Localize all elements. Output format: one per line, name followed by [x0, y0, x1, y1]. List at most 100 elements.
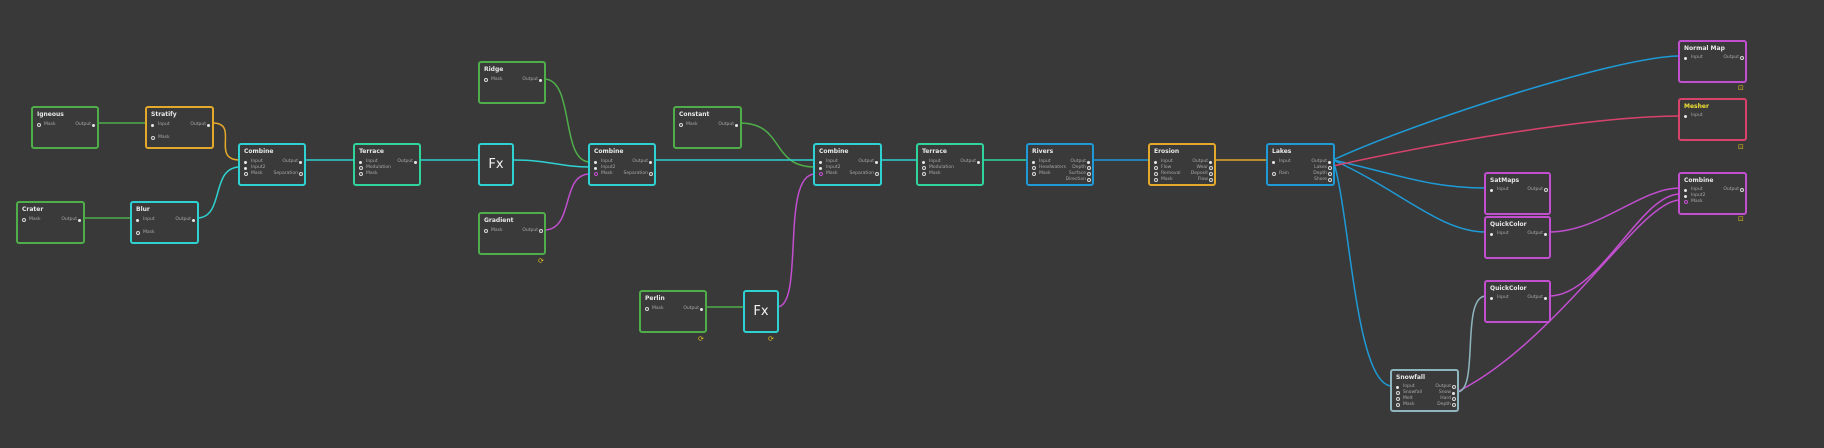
node-constant[interactable]: Constant Mask Output: [673, 106, 742, 149]
export-icon[interactable]: ⊡: [1738, 143, 1744, 151]
shore-pin[interactable]: [1328, 178, 1332, 182]
node-quickcolor[interactable]: QuickColor Input Output: [1484, 216, 1551, 259]
node-combine[interactable]: Combine Input Input2 Mask Output: [1678, 172, 1747, 215]
output-pin[interactable]: [1209, 161, 1212, 164]
output-pin[interactable]: [299, 161, 302, 164]
input-pin[interactable]: [1490, 233, 1493, 236]
output-pin[interactable]: [977, 161, 980, 164]
separation-pin[interactable]: [299, 172, 303, 176]
input-pin[interactable]: [1684, 115, 1687, 118]
mask-pin[interactable]: [37, 123, 41, 127]
flow-pin[interactable]: [1154, 166, 1158, 170]
output-pin[interactable]: [1544, 188, 1548, 192]
output-pin[interactable]: [92, 124, 95, 127]
output-pin[interactable]: [1328, 161, 1331, 164]
export-icon[interactable]: ⊡: [1738, 215, 1744, 223]
mask-pin[interactable]: [645, 307, 649, 311]
output-pin[interactable]: [1452, 385, 1456, 389]
input2-pin[interactable]: [1684, 195, 1687, 198]
mask-pin[interactable]: [484, 229, 488, 233]
preview-toggle-icon[interactable]: ⟳: [538, 257, 544, 265]
input-pin[interactable]: [359, 161, 362, 164]
lakes-pin[interactable]: [1328, 166, 1332, 170]
hard-pin[interactable]: [1452, 397, 1456, 401]
input2-pin[interactable]: [819, 167, 822, 170]
output-pin[interactable]: [1740, 56, 1744, 60]
node-gradient[interactable]: Gradient Mask Output: [478, 212, 546, 255]
wear-pin[interactable]: [1209, 166, 1213, 170]
output-pin[interactable]: [414, 161, 417, 164]
node-satmaps[interactable]: SatMaps Input Output: [1484, 172, 1551, 215]
node-combine[interactable]: Combine Input Input2 Mask Output Separat…: [588, 143, 656, 186]
input-pin[interactable]: [1272, 161, 1275, 164]
input2-pin[interactable]: [594, 167, 597, 170]
melt-pin[interactable]: [1396, 397, 1400, 401]
input-pin[interactable]: [594, 161, 597, 164]
node-lakes[interactable]: Lakes Input Rain Output Lakes Depth Shor…: [1266, 143, 1335, 186]
node-combine[interactable]: Combine Input Input2 Mask Output Separat…: [238, 143, 306, 186]
mask-pin[interactable]: [1396, 403, 1400, 407]
surface-pin[interactable]: [1087, 172, 1091, 176]
node-quickcolor[interactable]: QuickColor Input Output: [1484, 280, 1551, 323]
separation-pin[interactable]: [649, 172, 653, 176]
node-crater[interactable]: Crater Mask Output: [16, 201, 85, 244]
node-mesher[interactable]: Mesher Input: [1678, 98, 1747, 141]
depth-pin[interactable]: [1452, 403, 1456, 407]
node-fx[interactable]: Fx: [743, 290, 779, 333]
input-pin[interactable]: [244, 161, 247, 164]
output-pin[interactable]: [1544, 297, 1547, 300]
separation-pin[interactable]: [875, 172, 879, 176]
mask-pin[interactable]: [679, 123, 683, 127]
output-pin[interactable]: [1544, 233, 1547, 236]
mask-pin[interactable]: [1154, 178, 1158, 182]
mask-pin[interactable]: [819, 172, 823, 176]
input2-pin[interactable]: [244, 167, 247, 170]
depth-pin[interactable]: [1087, 166, 1091, 170]
input-pin[interactable]: [1490, 297, 1493, 300]
input-pin[interactable]: [922, 161, 925, 164]
input-pin[interactable]: [1032, 161, 1035, 164]
output-pin[interactable]: [649, 161, 652, 164]
mask-pin[interactable]: [244, 172, 248, 176]
node-perlin[interactable]: Perlin Mask Output: [639, 290, 707, 333]
output-pin[interactable]: [1740, 188, 1744, 192]
output-pin[interactable]: [875, 161, 878, 164]
depth-pin[interactable]: [1328, 172, 1332, 176]
node-terrace[interactable]: Terrace Input Modulation Mask Output: [353, 143, 421, 186]
mask-pin[interactable]: [594, 172, 598, 176]
node-snowfall[interactable]: Snowfall Input Snowfall Melt Mask Output…: [1390, 369, 1459, 412]
input-pin[interactable]: [1684, 57, 1687, 60]
node-fx[interactable]: Fx: [478, 143, 514, 186]
deposit-pin[interactable]: [1209, 172, 1213, 176]
input-pin[interactable]: [1396, 386, 1399, 389]
snow-pin[interactable]: [1452, 392, 1455, 395]
input-pin[interactable]: [819, 161, 822, 164]
export-icon[interactable]: ⊡: [1738, 84, 1744, 92]
preview-toggle-icon[interactable]: ⟳: [768, 335, 774, 343]
node-igneous[interactable]: Igneous Mask Output: [31, 106, 99, 149]
removal-pin[interactable]: [1154, 172, 1158, 176]
node-rivers[interactable]: Rivers Input Headwaters Mask Output Dept…: [1026, 143, 1094, 186]
output-pin[interactable]: [78, 219, 81, 222]
modulation-pin[interactable]: [359, 166, 363, 170]
node-ridge[interactable]: Ridge Mask Output: [478, 61, 546, 104]
output-pin[interactable]: [539, 229, 543, 233]
output-pin[interactable]: [1087, 161, 1090, 164]
node-combine[interactable]: Combine Input Input2 Mask Output Separat…: [813, 143, 882, 186]
mask-pin[interactable]: [922, 172, 926, 176]
modulation-pin[interactable]: [922, 166, 926, 170]
mask-pin[interactable]: [136, 231, 140, 235]
mask-pin[interactable]: [484, 78, 488, 82]
mask-pin[interactable]: [151, 136, 155, 140]
flow-out-pin[interactable]: [1209, 178, 1213, 182]
direction-pin[interactable]: [1087, 178, 1091, 182]
mask-pin[interactable]: [1684, 200, 1688, 204]
snowfall-pin[interactable]: [1396, 391, 1400, 395]
input-pin[interactable]: [136, 219, 139, 222]
output-pin[interactable]: [207, 124, 210, 127]
node-erosion[interactable]: Erosion Input Flow Removal Mask Output W…: [1148, 143, 1216, 186]
mask-pin[interactable]: [1032, 172, 1036, 176]
input-pin[interactable]: [151, 124, 154, 127]
node-blur[interactable]: Blur Input Mask Output: [130, 201, 199, 244]
node-normal-map[interactable]: Normal Map Input Output: [1678, 40, 1747, 83]
